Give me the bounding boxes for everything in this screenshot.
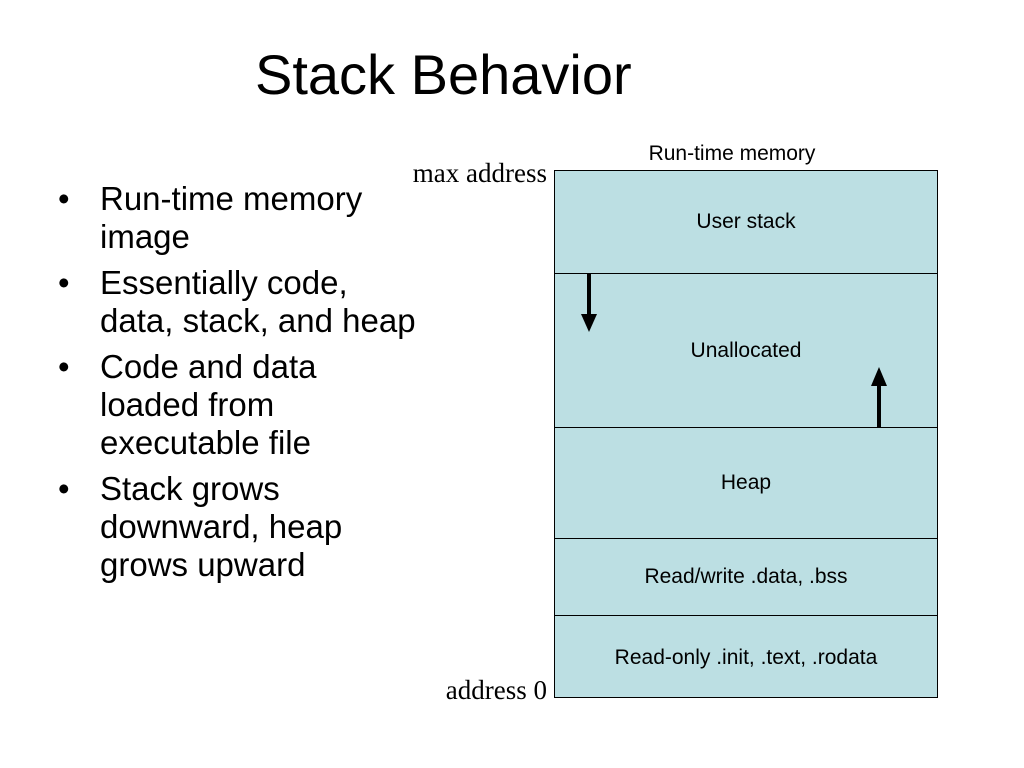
bullet-text: Stack grows downward, heap grows upward [100,470,343,583]
segment-label: Heap [720,471,772,494]
memory-diagram: User stack Unallocated Heap Read/write .… [554,170,938,698]
bullet-marker-icon: • [58,180,70,217]
bullet-item: • Code and data loaded from executable f… [58,348,418,462]
segment-label: Read-only .init, .text, .rodata [614,645,878,669]
bullet-text: Code and data loaded from executable fil… [100,348,317,461]
segment-unallocated: Unallocated [555,274,937,428]
address-zero-label: address 0 [445,675,547,705]
bullet-marker-icon: • [58,470,70,507]
slide-title: Stack Behavior [255,43,632,106]
segment-user-stack: User stack [555,171,937,274]
bullet-marker-icon: • [58,264,70,301]
segment-label: User stack [696,210,796,233]
segment-read-only: Read-only .init, .text, .rodata [555,616,937,699]
segment-label: Unallocated [690,338,802,362]
bullet-text: Essentially code, data, stack, and heap [100,264,416,339]
bullet-item: • Essentially code, data, stack, and hea… [58,264,418,340]
bullet-item: • Run-time memory image [58,180,418,256]
segment-read-write: Read/write .data, .bss [555,539,937,616]
segment-heap: Heap [555,428,937,539]
bullet-text: Run-time memory image [100,180,363,255]
bullet-item: • Stack grows downward, heap grows upwar… [58,470,418,584]
segment-label: Read/write .data, .bss [644,565,848,588]
diagram-caption: Run-time memory [648,142,816,165]
max-address-label: max address [412,158,547,188]
bullet-list: • Run-time memory image • Essentially co… [58,180,418,592]
bullet-marker-icon: • [58,348,70,385]
